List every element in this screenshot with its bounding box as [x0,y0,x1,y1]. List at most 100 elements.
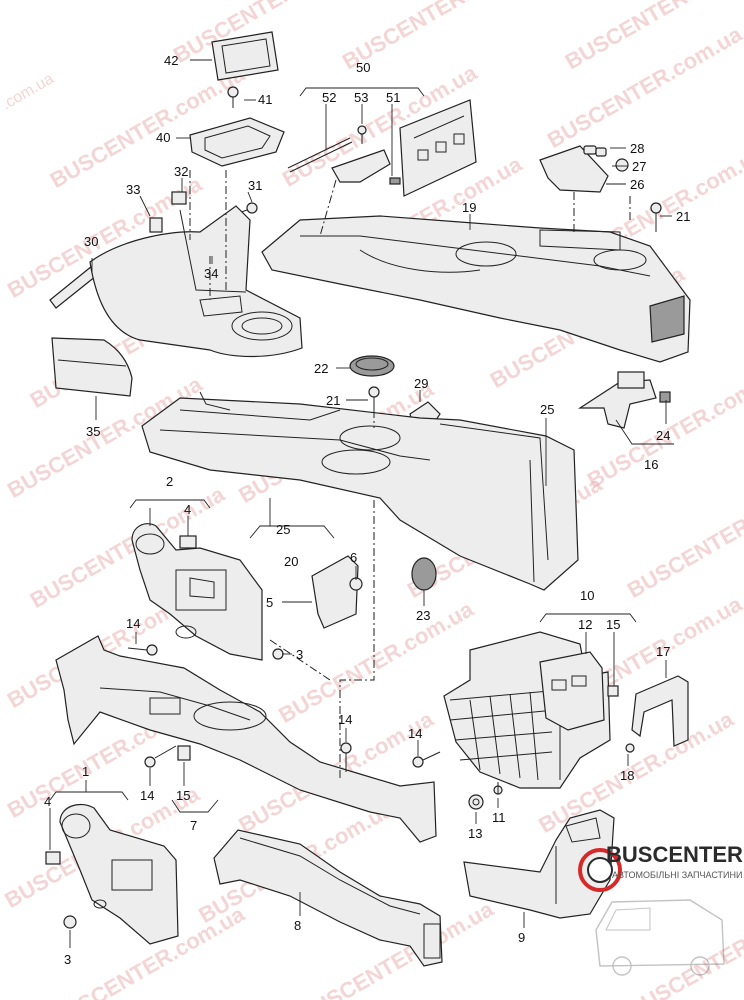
callout-30: 30 [84,234,98,249]
part-nut-3b [63,915,77,929]
part-screw-21b [368,386,380,414]
part-bracket-2 [131,523,263,661]
callout-28: 28 [630,141,644,156]
callout-12: 12 [578,617,592,632]
part-nut-13 [468,794,484,810]
callout-26: 26 [630,177,644,192]
part-clip-32 [171,191,187,205]
part-screw-14b [144,745,177,768]
watermark-text: BUSCENTER [623,513,744,603]
callout-5: 5 [266,595,273,610]
part-panel-35 [51,337,133,397]
part-screw-14a [127,644,158,656]
part-clip-15b [177,745,191,761]
part-cap-22 [349,355,395,377]
callout-8: 8 [294,918,301,933]
callout-21b: 21 [326,393,340,408]
part-duct-8 [213,829,443,967]
part-cap-23 [411,557,437,591]
callout-50: 50 [356,60,370,75]
watermark-text: BUSCENTER.com.ua [583,361,744,493]
part-cover-42 [211,31,279,81]
part-screw-18 [625,743,635,753]
part-panel-50 [399,99,477,197]
callout-40: 40 [156,130,170,145]
logo-inner-icon [587,857,613,883]
part-cover-1 [59,803,179,945]
callout-2: 2 [166,474,173,489]
logo-subtitle: АВТОМОБІЛЬНІ ЗАПЧАСТИНИ [612,870,742,880]
callout-33: 33 [126,182,140,197]
part-clip-15 [607,685,619,697]
callout-22: 22 [314,361,328,376]
callout-18: 18 [620,768,634,783]
leader-lines [49,59,674,948]
logo-name: BUSCENTER [606,842,743,867]
callout-14c: 14 [338,712,352,727]
part-screw-11 [493,782,503,795]
part-bracket-5 [311,555,359,629]
callout-7: 7 [190,818,197,833]
part-duct-9 [463,809,615,919]
callout-41: 41 [258,92,272,107]
part-cover-26 [539,145,609,193]
callout-11: 11 [492,810,506,825]
callout-31: 31 [248,178,262,193]
part-bracket-16 [577,371,671,429]
callout-14: 14 [126,616,140,631]
callout-9: 9 [518,930,525,945]
callout-25: 25 [540,402,554,417]
callout-53: 53 [354,90,368,105]
callout-25b: 25 [276,522,290,537]
callout-32: 32 [174,164,188,179]
callout-42: 42 [164,53,178,68]
part-bracket-51 [331,149,401,185]
callout-17: 17 [656,644,670,659]
callout-34: 34 [204,266,218,281]
part-screw-53 [357,125,367,144]
part-tray-40 [189,117,285,167]
part-bracket-7 [55,635,437,843]
part-clip-33 [149,217,163,233]
callout-52: 52 [322,90,336,105]
callout-29: 29 [414,376,428,391]
watermark-text: BUSCENTER [623,933,744,1000]
part-clip-4 [179,535,197,549]
callout-10: 10 [580,588,594,603]
part-screw-14c [340,742,352,772]
callout-1: 1 [82,764,89,779]
van-icon [595,899,725,976]
part-screw-14d [412,751,441,768]
callout-15: 15 [606,617,620,632]
part-rod-52 [287,137,353,173]
callout-14b: 14 [140,788,154,803]
callout-35: 35 [86,424,100,439]
buscenter-logo: BUSCENTER АВТОМОБІЛЬНІ ЗАПЧАСТИНИ [578,842,743,976]
callout-15b: 15 [176,788,190,803]
part-duct-17 [631,675,689,747]
callout-4b: 4 [44,794,51,809]
watermark-text: .com.ua [0,70,57,113]
part-bracket-12 [539,651,605,731]
callout-labels: 42 41 40 50 52 53 51 32 33 31 34 30 35 1… [44,53,690,967]
part-nut-3a [272,648,284,660]
callout-4: 4 [184,502,191,517]
part-screw-21 [650,202,662,232]
callout-13: 13 [468,826,482,841]
callout-19: 19 [462,200,476,215]
callout-20: 20 [284,554,298,569]
part-console-19 [261,215,691,363]
callout-51: 51 [386,90,400,105]
part-clip-28 [583,145,607,157]
logo-mark-icon [578,848,622,892]
callout-24: 24 [656,428,670,443]
callout-3: 3 [296,647,303,662]
assembly-lines [189,170,631,780]
part-console-main [141,391,579,591]
callout-21: 21 [676,209,690,224]
callout-16: 16 [644,457,658,472]
callout-14d: 14 [408,726,422,741]
callout-3b: 3 [64,952,71,967]
